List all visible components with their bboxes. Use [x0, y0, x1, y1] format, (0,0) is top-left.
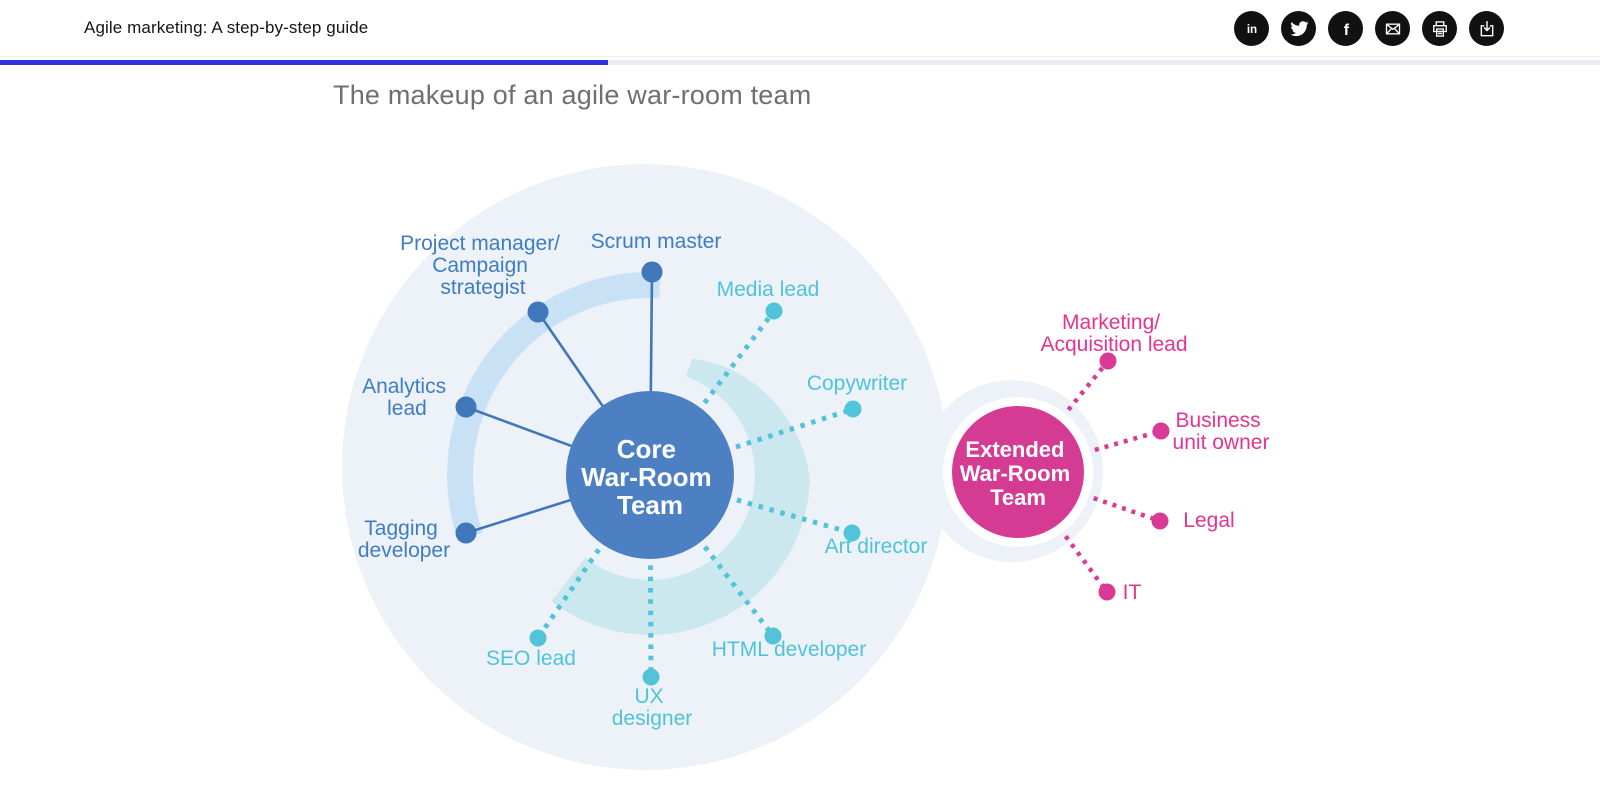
blue-ring-arc [447, 272, 661, 542]
print-share-button[interactable] [1422, 11, 1457, 46]
role-label-html-developer: HTML developer [712, 638, 866, 661]
role-label-art-director: Art director [825, 535, 928, 558]
facebook-share-button[interactable]: f [1328, 11, 1363, 46]
facebook-icon: f [1343, 21, 1349, 38]
figure-title: The makeup of an agile war-room team [333, 80, 812, 110]
role-label-project-manager: Project manager/ Campaign strategist [400, 232, 566, 299]
share-toolbar: in f [1234, 11, 1504, 46]
core-dotted-role-dots [529, 302, 862, 686]
role-label-copywriter: Copywriter [807, 372, 907, 395]
role-label-media-lead: Media lead [717, 278, 820, 301]
linkedin-share-button[interactable]: in [1234, 11, 1269, 46]
article-title: Agile marketing: A step-by-step guide [84, 18, 369, 37]
download-icon [1480, 20, 1493, 36]
core-hub-circle [566, 391, 734, 559]
role-label-it: IT [1123, 581, 1142, 604]
download-share-button[interactable] [1469, 11, 1504, 46]
reading-progress-track [0, 60, 1600, 65]
role-label-ux-designer: UX designer [612, 685, 693, 730]
linkedin-icon: in [1246, 23, 1256, 36]
core-solid-role-dots [455, 261, 663, 544]
svg-text:in: in [1246, 23, 1256, 36]
role-label-marketing-acquisition-lead: Marketing/ Acquisition lead [1040, 311, 1187, 356]
role-label-tagging-developer: Tagging developer [358, 517, 450, 562]
role-label-scrum-master: Scrum master [591, 230, 722, 253]
extended-role-dots [1098, 352, 1170, 601]
extended-hub-label: Extended War-Room Team [960, 437, 1077, 510]
email-icon [1385, 22, 1400, 35]
reading-progress-fill [0, 60, 608, 65]
top-header-bar: Agile marketing: A step-by-step guide in… [0, 0, 1600, 57]
role-label-analytics-lead: Analytics lead [362, 375, 452, 420]
twitter-icon [1289, 20, 1308, 36]
role-label-legal: Legal [1183, 509, 1234, 532]
role-label-business-unit-owner: Business unit owner [1173, 409, 1270, 454]
teal-ring-arc [551, 358, 810, 635]
core-hub-label: Core War-Room Team [581, 434, 719, 520]
role-label-seo-lead: SEO lead [486, 647, 576, 670]
twitter-share-button[interactable] [1281, 11, 1316, 46]
print-icon [1432, 20, 1447, 37]
extended-hub-circle [952, 406, 1084, 538]
svg-text:f: f [1343, 21, 1349, 38]
email-share-button[interactable] [1375, 11, 1410, 46]
